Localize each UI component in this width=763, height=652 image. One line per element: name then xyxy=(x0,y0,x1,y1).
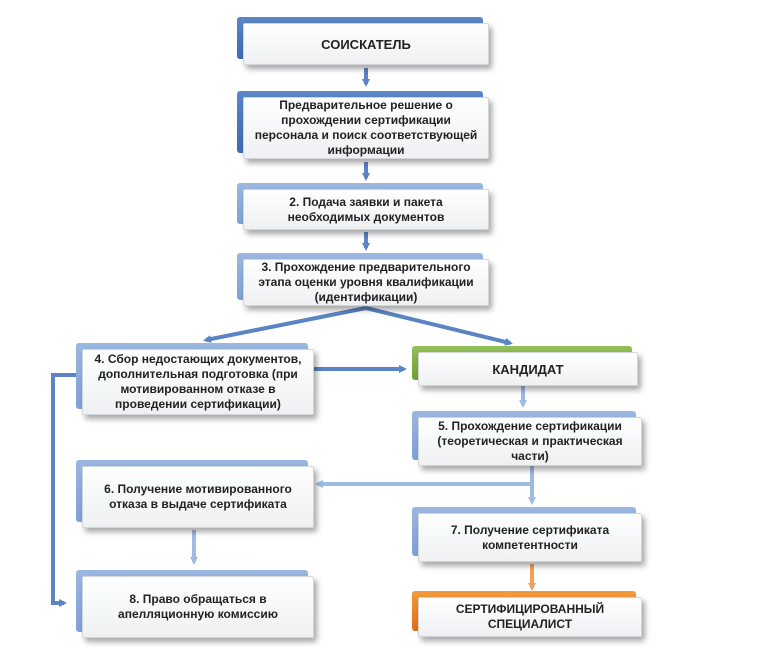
node-step2: 2. Подача заявки и пакета необходимых до… xyxy=(237,183,489,230)
node-step3-label: 3. Прохождение предварительного этапа оц… xyxy=(258,260,474,304)
node-applicant: СОИСКАТЕЛЬ xyxy=(237,17,489,65)
node-step2-label: 2. Подача заявки и пакета необходимых до… xyxy=(287,194,445,224)
node-step4-label: 4. Сбор недостающих документов, дополнит… xyxy=(94,352,302,411)
node-candidate-label: КАНДИДАТ xyxy=(492,361,564,377)
arrow-step5-to-step6 xyxy=(315,465,534,488)
arrow-step3-to-step4 xyxy=(203,306,367,343)
node-step7: 7. Получение сертификата компетентности xyxy=(412,507,642,562)
node-step7-label: 7. Получение сертификата компетентности xyxy=(450,522,610,552)
node-prelim-decision-label: Предварительное решение о прохождении се… xyxy=(254,98,478,157)
node-step5-label: 5. Прохождение сертификации (теоретическ… xyxy=(437,419,623,463)
node-step3: 3. Прохождение предварительного этапа оц… xyxy=(237,253,489,306)
arrow-step4-to-step8 xyxy=(51,373,78,607)
node-applicant-label: СОИСКАТЕЛЬ xyxy=(321,36,411,52)
arrow-step3-to-candidate xyxy=(365,306,513,346)
node-certified: СЕРТИФИЦИРОВАННЫЙ СПЕЦИАЛИСТ xyxy=(412,591,642,637)
node-step8: 8. Право обращаться в апелляционную коми… xyxy=(76,570,314,638)
node-step8-label: 8. Право обращаться в апелляционную коми… xyxy=(118,592,278,621)
node-step6: 6. Получение мотивированного отказа в вы… xyxy=(76,460,314,528)
node-step6-label: 6. Получение мотивированного отказа в вы… xyxy=(104,482,292,511)
node-step5: 5. Прохождение сертификации (теоретическ… xyxy=(412,411,642,466)
node-step4: 4. Сбор недостающих документов, дополнит… xyxy=(76,343,314,415)
node-certified-label: СЕРТИФИЦИРОВАННЫЙ СПЕЦИАЛИСТ xyxy=(455,602,605,631)
node-prelim-decision: Предварительное решение о прохождении се… xyxy=(237,91,489,159)
node-candidate: КАНДИДАТ xyxy=(412,346,638,386)
